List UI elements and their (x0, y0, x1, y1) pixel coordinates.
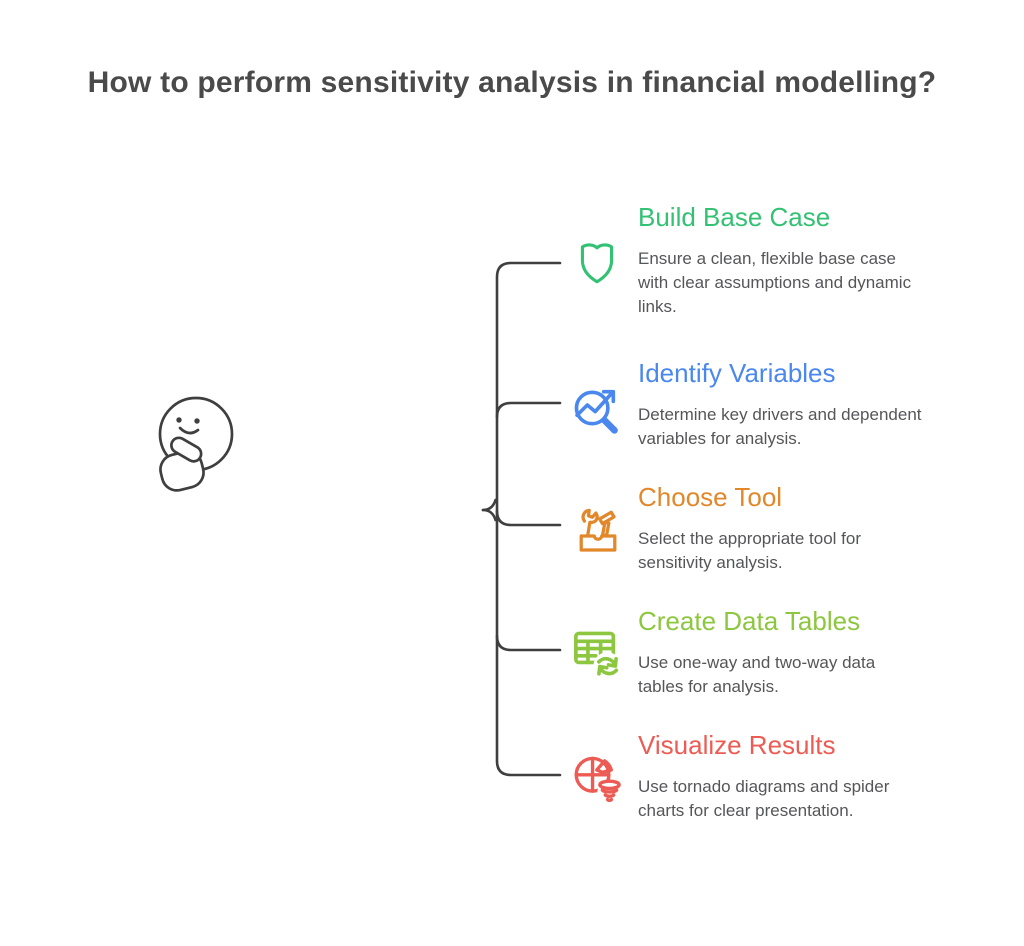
step-heading: Visualize Results (638, 730, 836, 760)
step-choose-tool: Choose Tool Select the appropriate tool … (638, 481, 978, 575)
face-eye-right (194, 418, 200, 424)
step-heading: Identify Variables (638, 358, 836, 388)
branch-trunk (495, 261, 562, 777)
page-title: How to perform sensitivity analysis in f… (87, 66, 937, 99)
step-heading: Choose Tool (638, 482, 783, 512)
step-build-base-case: Build Base Case Ensure a clean, flexible… (638, 201, 978, 319)
step-description: Select the appropriate tool for sensitiv… (638, 529, 862, 572)
face-eye-left (176, 417, 182, 423)
branch-3 (495, 509, 562, 527)
step-description: Use one-way and two-way data tables for … (638, 653, 876, 696)
step-description: Determine key drivers and dependent vari… (638, 405, 922, 448)
step-description: Use tornado diagrams and spider charts f… (638, 777, 890, 820)
pie-chart-tornado-icon (569, 750, 627, 808)
step-create-data-tables: Create Data Tables Use one-way and two-w… (638, 605, 978, 699)
shield-icon (572, 238, 622, 288)
fork-flare-up (481, 498, 497, 512)
thinking-face-emoji (158, 396, 234, 492)
branch-2 (495, 401, 562, 419)
step-description: Ensure a clean, flexible base case with … (638, 249, 912, 316)
face-mouth (178, 426, 200, 435)
data-table-refresh-icon (568, 625, 626, 683)
toolbox-icon (572, 504, 624, 556)
branch-4 (495, 634, 562, 652)
step-heading: Build Base Case (638, 202, 831, 232)
face-hand-thumb (170, 436, 203, 463)
step-visualize-results: Visualize Results Use tornado diagrams a… (638, 729, 978, 823)
step-heading: Create Data Tables (638, 606, 861, 636)
step-identify-variables: Identify Variables Determine key drivers… (638, 357, 978, 451)
magnifier-trend-arrow-icon (568, 379, 626, 437)
mindmap-branches (339, 261, 562, 777)
fork-flare-down (481, 508, 497, 522)
